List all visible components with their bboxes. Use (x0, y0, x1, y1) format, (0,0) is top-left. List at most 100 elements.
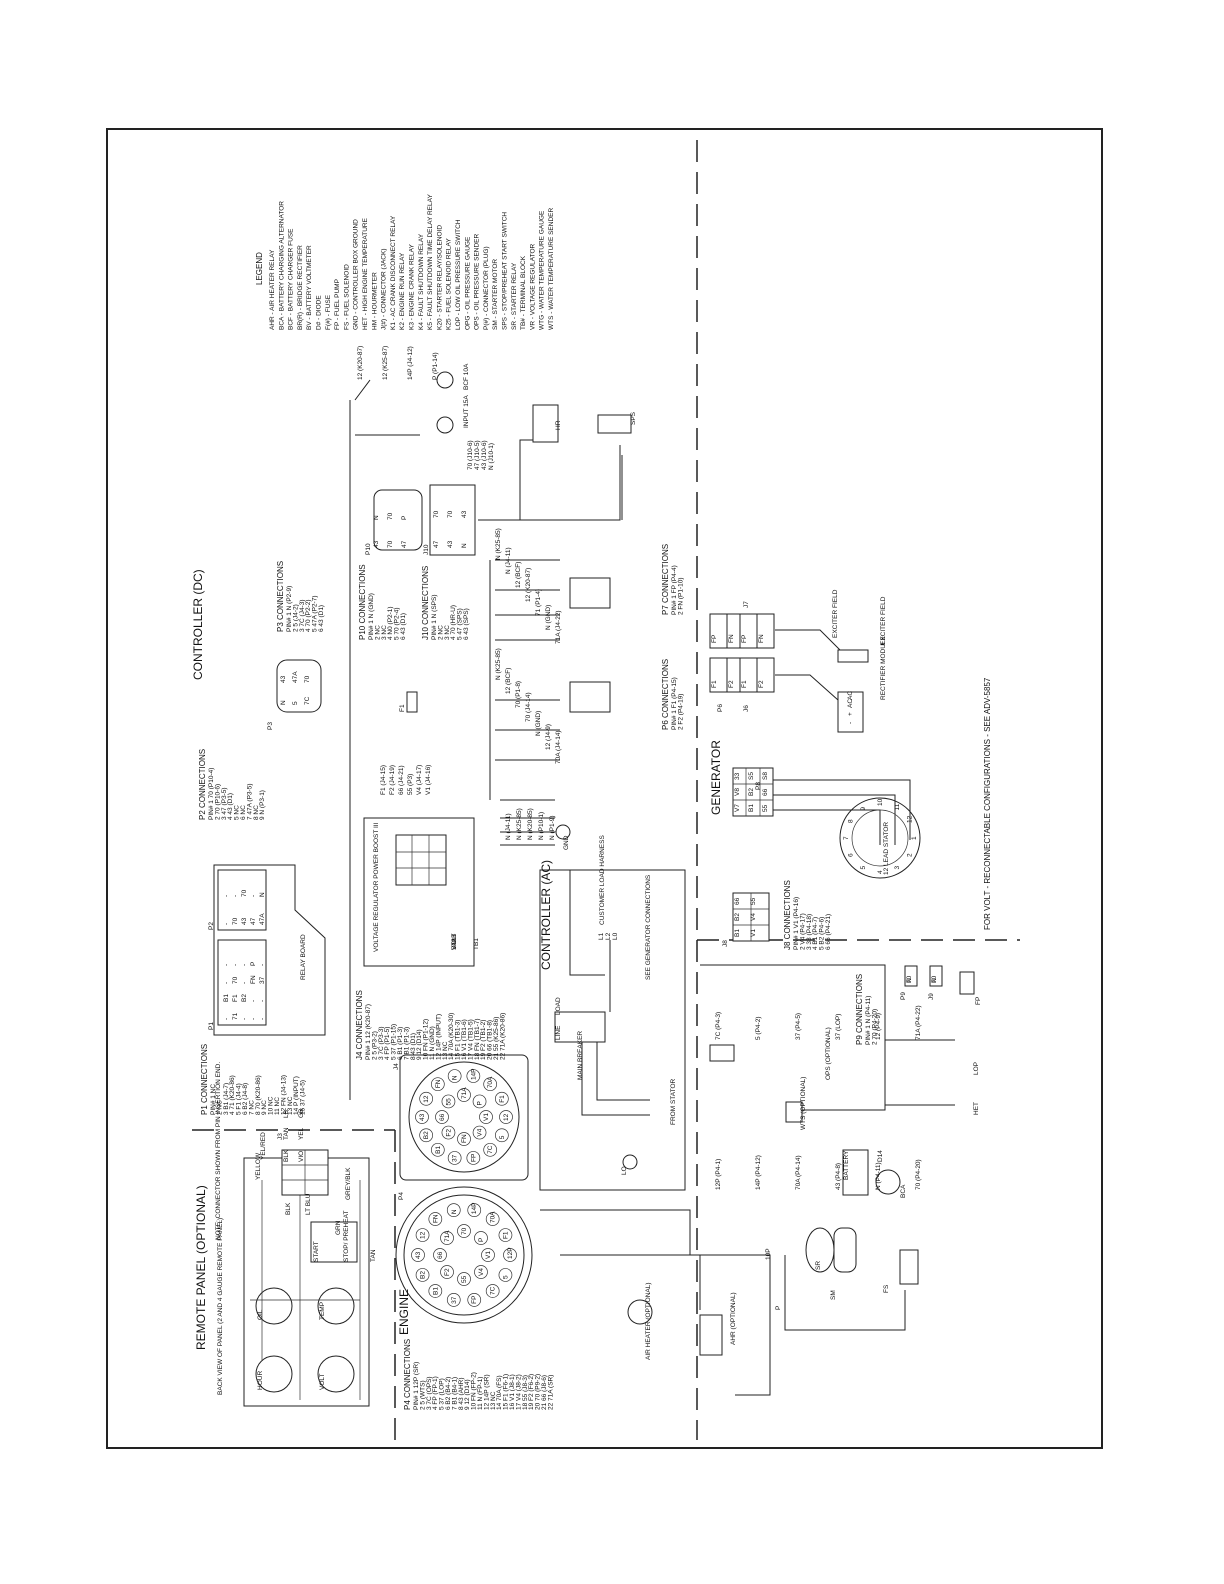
p1-pin: - (223, 982, 230, 984)
p4-pin: B2 (420, 1271, 427, 1279)
p4-pin: 5 (502, 1275, 509, 1279)
exciter-field-label: EXCITER FIELD (832, 589, 839, 638)
j3-pin: GB (298, 1109, 305, 1118)
legend-item: D# - DIODE (316, 295, 323, 330)
p2-connections-row: 2 70 (P10-6) (214, 784, 221, 820)
fp-label: FP (975, 997, 982, 1005)
p3-connections-row: 5 47A (P2-7) (312, 596, 319, 633)
legend-item: TB# - TERMINAL BLOCK (520, 255, 527, 330)
wire-label-relay: 70 (P1-8) (515, 681, 522, 708)
j4-connections-row: 9 12 (D14) (416, 1029, 423, 1060)
stator-lead: 11 (894, 803, 901, 810)
j10-pin: N (461, 543, 468, 548)
p4-pin: 14P (471, 1203, 478, 1215)
k25-relay (569, 681, 611, 713)
air-heater-label: AIR HEATER (OPTIONAL) (645, 1282, 652, 1360)
j8-connections-row: 5 B2 (P4-6) (819, 917, 826, 950)
input-fuse-label: INPUT 15A (463, 395, 470, 428)
j6-pin: F2 (758, 680, 765, 688)
j4-connections-row: 22 71A (K20-86) (499, 1013, 506, 1060)
j4-pin: N (452, 1075, 459, 1080)
wts-label: WTS (OPTIONAL) (800, 1077, 807, 1130)
p3-pin: N (280, 700, 287, 705)
j4-pin: V4 (477, 1128, 484, 1136)
p4-pin-socket (457, 1272, 471, 1286)
p4-connector (395, 1186, 533, 1324)
wire-label-ctrl: 70 (J10-6) (467, 440, 474, 470)
p1-connections-row: 3 B1 (J4-7) (223, 1083, 230, 1115)
wire-label-engine: 43 (P4-8) (835, 1163, 842, 1190)
legend-item: BCA - BATTERY CHARGING ALTERNATOR (278, 201, 285, 330)
wire-label-ctrl: 14P (J4-12) (407, 346, 414, 380)
wire-label-engine: N (P4-11) (875, 1162, 882, 1190)
j3-pin: TAN (283, 1127, 290, 1140)
legend-item: F(#) - FUSE (325, 294, 332, 330)
stator-lead: 7 (843, 836, 850, 840)
p6-connections-row: 2 F2 (P4-19) (677, 694, 684, 731)
p4-pin: N (451, 1209, 458, 1214)
j4-connections-row: 7 B1 (P1-3) (403, 1027, 410, 1060)
j4-pin: B1 (435, 1146, 442, 1154)
p8-pin: B2 (748, 788, 755, 796)
p4-pin-socket (428, 1212, 443, 1226)
p10-connections-title: P10 CONNECTIONS (358, 564, 367, 640)
p2-connections-row: 8 NC (253, 805, 260, 820)
p4-pin-socket (485, 1212, 500, 1226)
back-view-note: BACK VIEW OF PANEL (2 AND 4 GAUGE REMOTE… (217, 1218, 224, 1395)
p1-pin: B1 (223, 994, 230, 1002)
j8-pin: 55 (750, 897, 757, 905)
j8-pin: V1 (750, 929, 757, 937)
p3-pin: 43 (280, 675, 287, 683)
wire-label-relay: 12 (J4-9) (545, 724, 552, 750)
j4-pin-socket (466, 1151, 481, 1165)
j10-connections-row: 2 NC (437, 625, 444, 640)
p4-connections-row: 15 F1 (F6-1) (503, 1374, 510, 1410)
p1-pin: - (259, 1018, 266, 1020)
j4-pin: 14P (470, 1068, 477, 1080)
p8-pin: S8 (762, 772, 769, 780)
gnd-terminal (555, 824, 571, 840)
rem-lt-blu-label: LT BLU (305, 1193, 312, 1215)
j9-label: J9 (928, 993, 935, 1000)
p4-pin: 12 (420, 1231, 427, 1239)
p4-pin-socket (474, 1231, 488, 1245)
p1-connections-row: 11 NC (274, 1097, 281, 1115)
p1-pin: FN (250, 975, 257, 984)
l0-label: L0 (612, 932, 619, 940)
stator-label: 12 LEAD STATOR (883, 822, 890, 875)
legend-item: SM - STARTER MOTOR (492, 259, 499, 330)
wts-sender (785, 1101, 803, 1123)
j8-pin: B2 (734, 913, 741, 921)
legend-item: P(#) - CONNECTOR (PLUG) (483, 246, 490, 330)
p1-pin: - (223, 964, 230, 966)
bca-label: BCA (900, 1184, 907, 1198)
legend-title: LEGEND (255, 252, 264, 285)
j4-pin-socket (419, 1091, 434, 1106)
p4-pin-socket (467, 1203, 482, 1218)
p2-pin: 43 (241, 917, 248, 925)
fuel-pump (959, 971, 975, 995)
wire-label-engine: 14P (P4-12) (755, 1155, 762, 1190)
wire-label-relay: N (K25-85) (495, 648, 502, 680)
p10-pin: 47 (401, 540, 408, 548)
p4-connections-title: P4 CONNECTIONS (403, 1339, 412, 1410)
p8-pin: B1 (748, 804, 755, 812)
j4-connections-row: 19 F2 (TB1-2) (480, 1020, 487, 1060)
bcf-label: BCF 10A (463, 363, 470, 390)
p10-connections-row: 2 NC (374, 625, 381, 640)
p1-pin: - (241, 982, 248, 984)
j10-pin: 70 (447, 510, 454, 518)
f1-label: F1 (399, 704, 406, 712)
p10-pin: 70 (387, 512, 394, 520)
p8-label: P8 (755, 782, 762, 790)
p4-connections-row: 13 NC (490, 1391, 497, 1410)
sr-label: SR (815, 1261, 822, 1270)
j4-pin-socket (494, 1128, 509, 1143)
p2-pin: - (223, 895, 230, 897)
j10-label: J10 (423, 544, 430, 555)
p8-pin: 66 (762, 788, 769, 796)
j8-connections-row: 3 33 (P4-18) (806, 914, 813, 950)
j4-pin: FP (470, 1154, 477, 1162)
rectifier-module (837, 691, 864, 733)
wire-label-ctrl: P (P1-14) (432, 352, 439, 380)
